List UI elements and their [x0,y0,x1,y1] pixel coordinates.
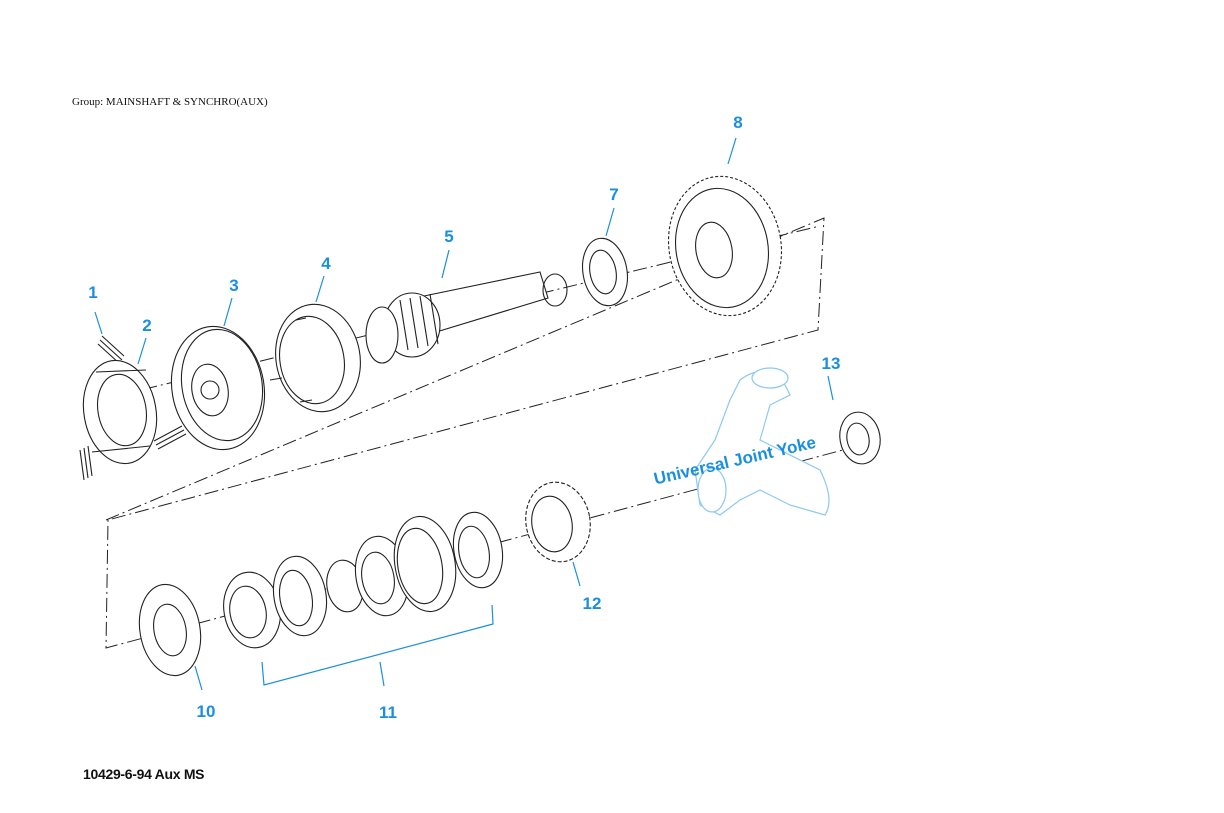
part-10-washer[interactable] [132,579,207,680]
part-11-bearing-set[interactable] [218,508,508,686]
footer-label: 10429-6-94 Aux MS [83,766,205,782]
callout-1[interactable]: 1 [88,283,98,302]
callout-4[interactable]: 4 [321,254,331,273]
callout-13[interactable]: 13 [821,354,841,373]
part-12-ring[interactable] [520,477,597,567]
callout-5[interactable]: 5 [444,227,454,246]
part-7-gear[interactable] [577,235,632,310]
part-5-mainshaft[interactable] [365,271,568,364]
callout-8[interactable]: 8 [733,113,743,132]
part-8-gear[interactable] [658,167,793,324]
callout-12[interactable]: 12 [582,594,602,613]
part-2-plate[interactable] [76,355,165,470]
callout-11[interactable]: 11 [379,703,397,722]
callout-7[interactable]: 7 [609,185,619,204]
part-4-blocker[interactable] [267,298,368,419]
part-13-nut[interactable] [836,409,884,467]
callout-10[interactable]: 10 [196,702,216,721]
callout-3[interactable]: 3 [229,276,239,295]
universal-joint-yoke [694,367,830,516]
group-label: Group: MAINSHAFT & SYNCHRO(AUX) [72,96,268,108]
leader-lines [94,137,834,691]
callout-2[interactable]: 2 [142,316,152,335]
part-3-synchro[interactable] [162,319,274,457]
